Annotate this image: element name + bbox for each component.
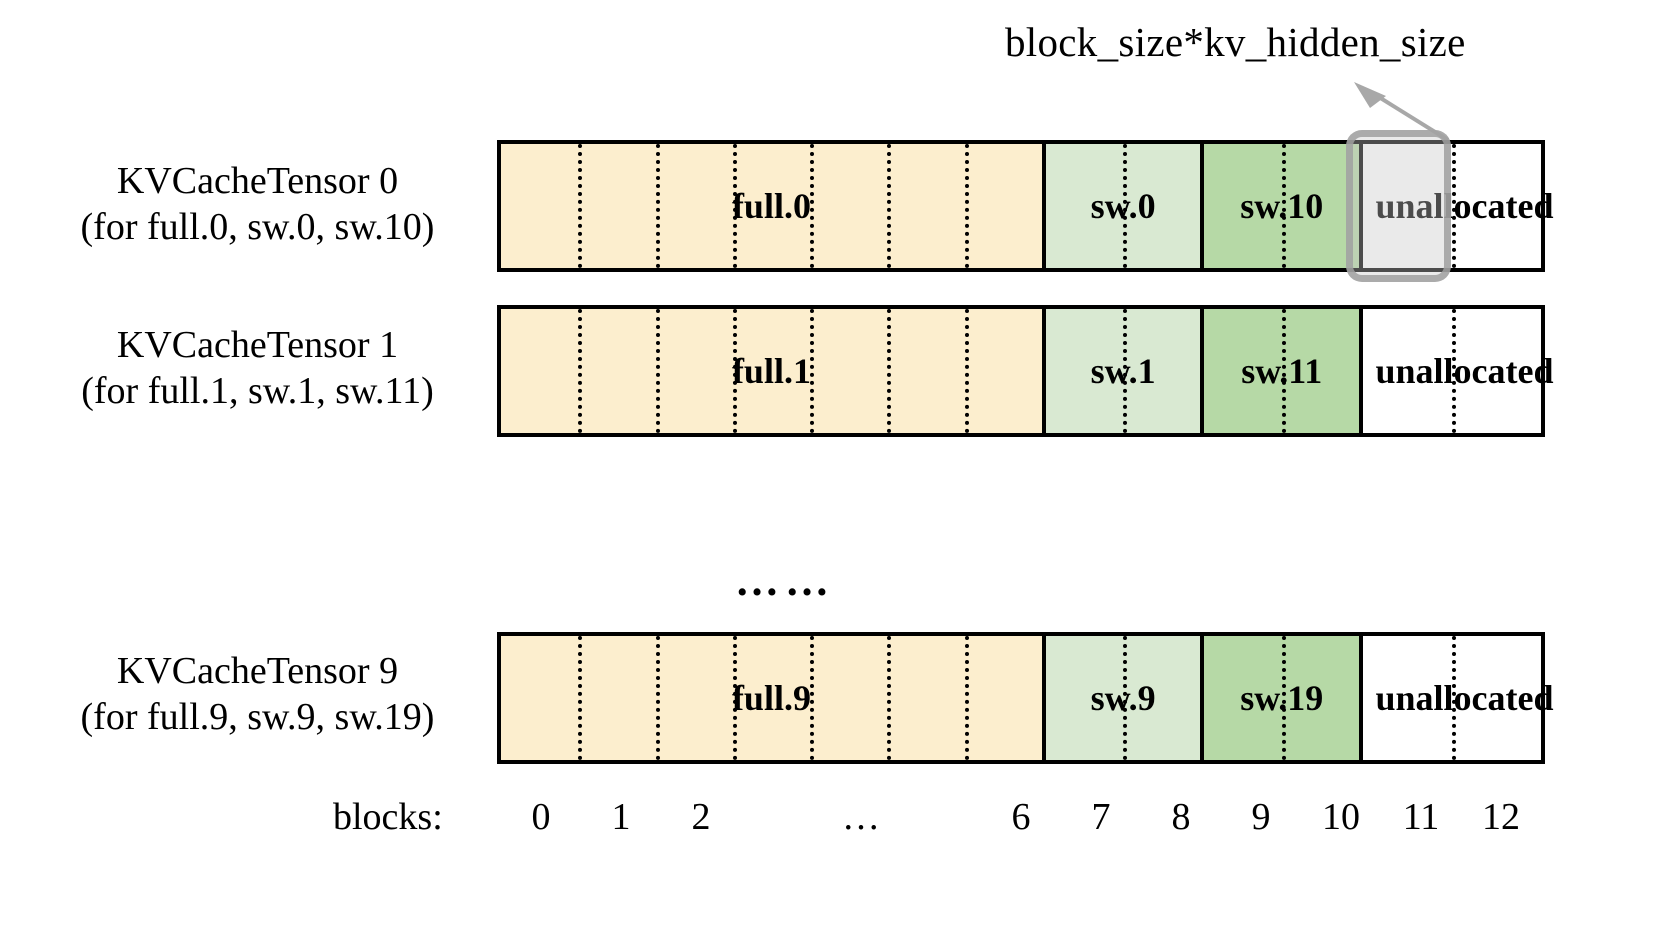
block-divider [655,309,660,433]
row-label-line1: KVCacheTensor 0 [116,160,399,202]
axis-tick-2: 2 [691,796,711,838]
tensor-segment-sw-10: sw.10 [1204,144,1363,268]
tensor-segment-sw-0: sw.0 [1045,144,1205,268]
row-label-line2: (for full.1, sw.1, sw.11) [81,370,434,413]
block-divider [578,144,583,268]
block-divider [578,309,583,433]
axis-label-blocks: blocks: [333,796,443,838]
row-label-tensor-9: KVCacheTensor 9 (for full.9, sw.9, sw.19… [30,648,485,741]
segment-label: full.0 [731,185,811,226]
axis-tick-11: 11 [1402,796,1440,838]
tensor-segment-full-1: full.1 [501,309,1046,433]
block-divider [887,636,892,760]
tensor-segment-sw-19: sw.19 [1204,636,1363,760]
block-divider [1452,636,1456,760]
tensor-segment-sw-11: sw.11 [1204,309,1363,433]
block-divider [1123,636,1128,760]
block-divider [732,144,737,268]
block-divider [578,636,583,760]
axis-tick-9: 9 [1251,796,1271,838]
block-divider [964,309,969,433]
tensor-segment-full-0: full.0 [501,144,1046,268]
block-divider [810,309,815,433]
axis-tick-7: 7 [1091,796,1111,838]
block-divider [1452,144,1456,268]
axis-tick-8: 8 [1171,796,1191,838]
block-divider [810,636,815,760]
block-divider [655,636,660,760]
block-divider [655,144,660,268]
rows-ellipsis: …… [735,556,835,605]
block-divider [732,636,737,760]
callout-arrow-icon [1354,82,1450,142]
row-label-line2: (for full.0, sw.0, sw.10) [80,206,435,249]
segment-label: full.9 [731,677,811,718]
block-divider [1281,636,1286,760]
block-divider [1281,144,1286,268]
block-divider [1123,144,1128,268]
row-label-tensor-0: KVCacheTensor 0 (for full.0, sw.0, sw.10… [30,158,485,251]
block-divider [887,144,892,268]
axis-tick-0: 0 [531,796,551,838]
axis-tick-1: 1 [611,796,631,838]
tensor-segment-unallocated: unallocated [1363,636,1553,760]
tensor-segment-full-9: full.9 [501,636,1046,760]
block-divider [1452,309,1456,433]
block-divider [964,144,969,268]
row-label-line2: (for full.9, sw.9, sw.19) [80,696,435,739]
tensor-segment-unallocated: unallocated [1363,309,1553,433]
axis-tick-10: 10 [1322,796,1360,838]
block-divider [1123,309,1128,433]
row-label-line1: KVCacheTensor 9 [116,650,399,692]
axis-tick-6: 6 [1011,796,1031,838]
axis-tick-12: 12 [1482,796,1520,838]
block-divider [964,636,969,760]
tensor-segment-unallocated: unallocated [1363,144,1553,268]
axis-tick-…: … [842,796,880,838]
block-divider [887,309,892,433]
block-divider [1281,309,1286,433]
callout-label-block-size: block_size*kv_hidden_size [1005,19,1466,65]
block-divider [732,309,737,433]
tensor-segment-sw-9: sw.9 [1045,636,1205,760]
tensor-segment-sw-1: sw.1 [1045,309,1205,433]
row-label-tensor-1: KVCacheTensor 1 (for full.1, sw.1, sw.11… [30,322,485,415]
block-divider [810,144,815,268]
row-label-line1: KVCacheTensor 1 [116,324,399,366]
segment-label: full.1 [731,350,811,391]
